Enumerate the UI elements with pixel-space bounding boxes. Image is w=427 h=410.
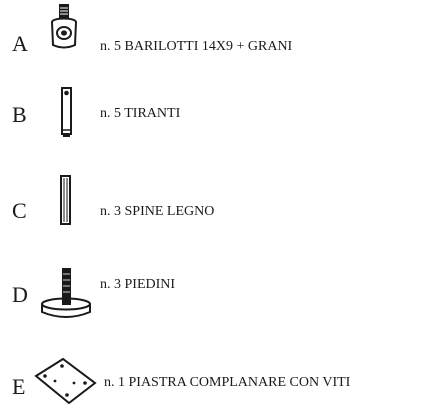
part-letter: B bbox=[12, 102, 27, 127]
wooden-dowel-icon bbox=[60, 175, 71, 225]
part-description: n. 1 PIASTRA COMPLANARE CON VITI bbox=[104, 375, 351, 390]
tie-rod-icon bbox=[61, 87, 72, 137]
part-description: n. 5 BARILOTTI 14X9 + GRANI bbox=[100, 39, 293, 54]
part-row-c: C n. 3 SPINE LEGNO bbox=[0, 170, 427, 230]
part-description: n. 3 PIEDINI bbox=[100, 277, 176, 292]
barrel-nut-with-grub-screw-icon bbox=[51, 4, 77, 49]
part-letter: D bbox=[12, 282, 28, 307]
part-letter: C bbox=[12, 198, 27, 223]
part-row-b: B n. 5 TIRANTI bbox=[0, 80, 427, 140]
coplanar-plate-icon bbox=[34, 357, 97, 405]
adjustable-foot-icon bbox=[41, 268, 91, 318]
part-row-a: A n. 5 BARILOTTI 14X9 + GRANI bbox=[0, 0, 427, 60]
part-description: n. 3 SPINE LEGNO bbox=[100, 204, 215, 219]
part-row-e: E n. 1 PIASTRA COMPLANARE CON VITI bbox=[0, 350, 427, 410]
part-letter: A bbox=[12, 31, 28, 56]
part-letter: E bbox=[12, 374, 26, 399]
part-row-d: D n. 3 PIEDINI bbox=[0, 262, 427, 322]
part-description: n. 5 TIRANTI bbox=[100, 106, 181, 121]
